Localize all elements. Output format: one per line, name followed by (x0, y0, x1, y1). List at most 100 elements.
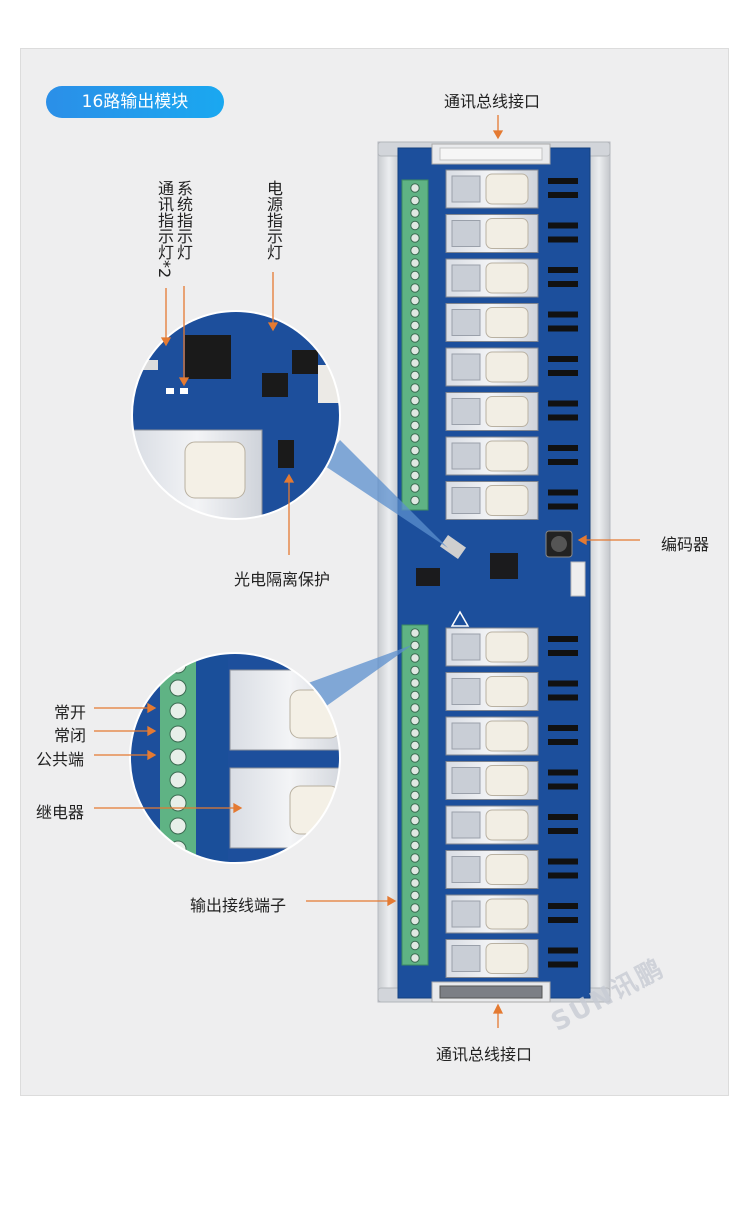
terminal-screw (410, 665, 420, 676)
terminal-screw (410, 183, 420, 193)
label-bus-top: 通讯总线接口 (444, 92, 541, 111)
zoom-cone-bottom (300, 645, 412, 712)
relay (445, 169, 578, 209)
relay (445, 939, 578, 978)
terminal-screw (410, 495, 420, 506)
terminal-screw (410, 383, 420, 393)
label-output-terminal: 输出接线端子 (190, 896, 287, 915)
relay (445, 894, 578, 934)
terminal-screw (410, 220, 420, 231)
terminal-screw (410, 940, 420, 951)
terminal-screw (410, 953, 420, 963)
terminal-screw (410, 890, 420, 901)
terminal-screw (410, 445, 420, 456)
terminal-screw (169, 748, 187, 766)
terminal-screw (410, 333, 420, 343)
label-power-indicator: 电源指示灯 (264, 180, 283, 260)
terminal-screw (410, 233, 420, 243)
relay (445, 850, 578, 889)
terminal-screw (410, 458, 420, 468)
zoom-cone-top (322, 440, 448, 548)
terminal-screw (410, 915, 420, 926)
relay (445, 761, 578, 800)
zoom-screws-bottom (169, 656, 187, 858)
zoom-circle-bottom (129, 652, 341, 864)
terminal-screw (410, 283, 420, 293)
din-rail-right (587, 141, 611, 1003)
terminal-screw (169, 817, 187, 835)
terminal-screw (410, 865, 420, 876)
terminal-screw (410, 345, 420, 356)
relay (445, 805, 578, 845)
terminal-screw (410, 195, 420, 206)
zoom-circle-top-content (132, 311, 340, 519)
terminal-screw (410, 878, 420, 888)
terminal-screw (410, 815, 420, 826)
terminal-screw (410, 928, 420, 938)
label-sys-indicator: 系统指示灯 (174, 180, 193, 260)
terminal-screw (410, 245, 420, 256)
terminal-screw (410, 358, 420, 368)
relay (445, 214, 578, 253)
terminal-screw (169, 794, 187, 812)
terminal-screw (410, 715, 420, 726)
label-comm-indicator: 通讯指示灯*2 (155, 180, 174, 279)
label-normally-open: 常开 (54, 703, 87, 722)
terminal-screw (410, 395, 420, 406)
zoom-circle-top (131, 310, 341, 520)
terminal-screw (410, 320, 420, 331)
terminal-screw (410, 703, 420, 713)
terminal-screw (410, 653, 420, 663)
relay (445, 347, 578, 387)
terminal-screw (410, 483, 420, 493)
relay (445, 627, 578, 667)
relay (445, 436, 578, 476)
label-common: 公共端 (36, 750, 85, 769)
terminal-screw (410, 690, 420, 701)
terminal-screw (410, 408, 420, 418)
label-normally-closed: 常闭 (54, 726, 87, 745)
relay (445, 481, 578, 520)
terminal-screw (410, 678, 420, 688)
terminal-screw (410, 753, 420, 763)
terminal-screw (410, 803, 420, 813)
relay-column (445, 169, 578, 978)
terminal-screw (169, 771, 187, 789)
terminal-screw (410, 740, 420, 751)
terminal-screw (169, 702, 187, 720)
label-opto-isolation: 光电隔离保护 (234, 570, 331, 589)
relay (445, 258, 578, 298)
terminal-screw (410, 840, 420, 851)
terminal-screw (410, 308, 420, 318)
terminal-screw (410, 270, 420, 281)
terminal-screw (410, 778, 420, 788)
terminal-screw (410, 433, 420, 443)
terminal-screw (410, 640, 420, 651)
relay (445, 716, 578, 756)
relay (445, 672, 578, 711)
terminal-screw (410, 728, 420, 738)
din-rail-left (377, 141, 401, 1003)
terminal-screw (410, 258, 420, 268)
terminal-screw (169, 679, 187, 697)
terminal-screw (410, 765, 420, 776)
terminal-screw (410, 470, 420, 481)
terminal-screw (410, 420, 420, 431)
mcu-chip (490, 553, 518, 579)
relay (445, 392, 578, 431)
label-bus-bottom: 通讯总线接口 (436, 1045, 533, 1064)
terminal-screw (410, 208, 420, 218)
label-encoder: 编码器 (661, 535, 710, 554)
diagram-panel (20, 48, 729, 1096)
zoom-circle-bottom-content (130, 653, 340, 863)
module-title-badge: 16路输出模块 (46, 86, 224, 118)
terminal-screw (410, 295, 420, 306)
terminal-screws (410, 183, 420, 963)
terminal-screw (410, 370, 420, 381)
relay (445, 303, 578, 342)
label-relay: 继电器 (36, 803, 85, 822)
terminal-screw (410, 853, 420, 863)
terminal-screw (410, 903, 420, 913)
terminal-screw (410, 828, 420, 838)
